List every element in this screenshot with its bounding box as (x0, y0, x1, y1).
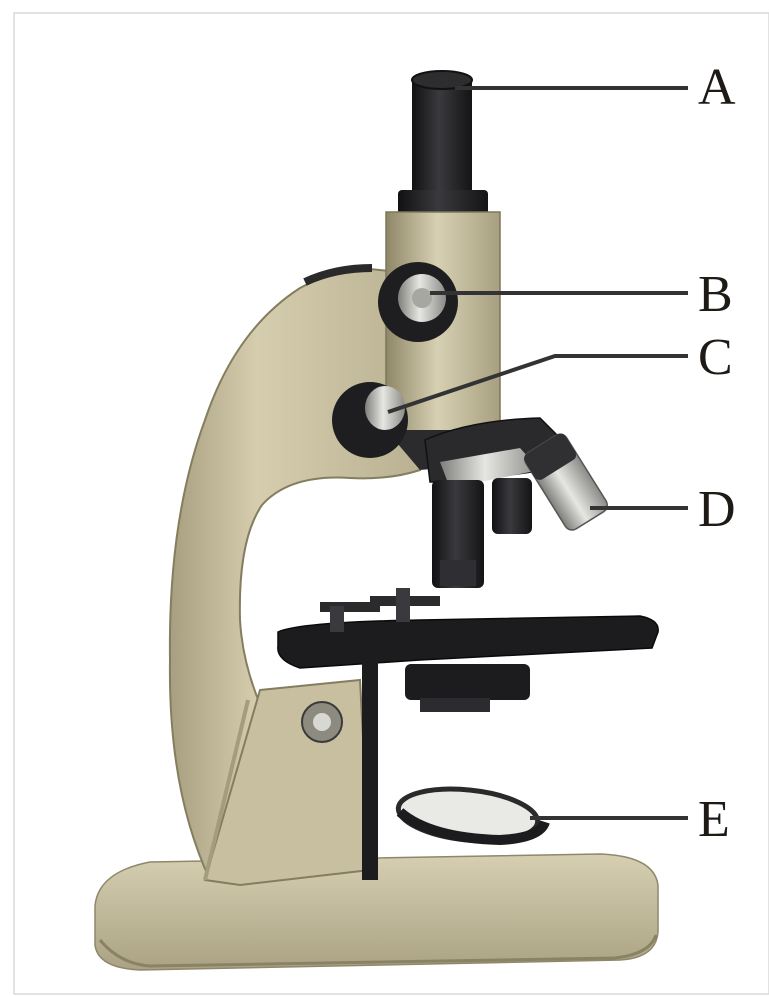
label-d: D (698, 481, 736, 538)
label-e: E (698, 791, 730, 848)
label-b: B (698, 266, 733, 323)
label-a: A (698, 59, 736, 116)
fine-focus-knob (332, 382, 408, 458)
image-border (14, 13, 769, 994)
coarse-focus-knob (378, 262, 458, 342)
label-c: C (698, 329, 733, 386)
